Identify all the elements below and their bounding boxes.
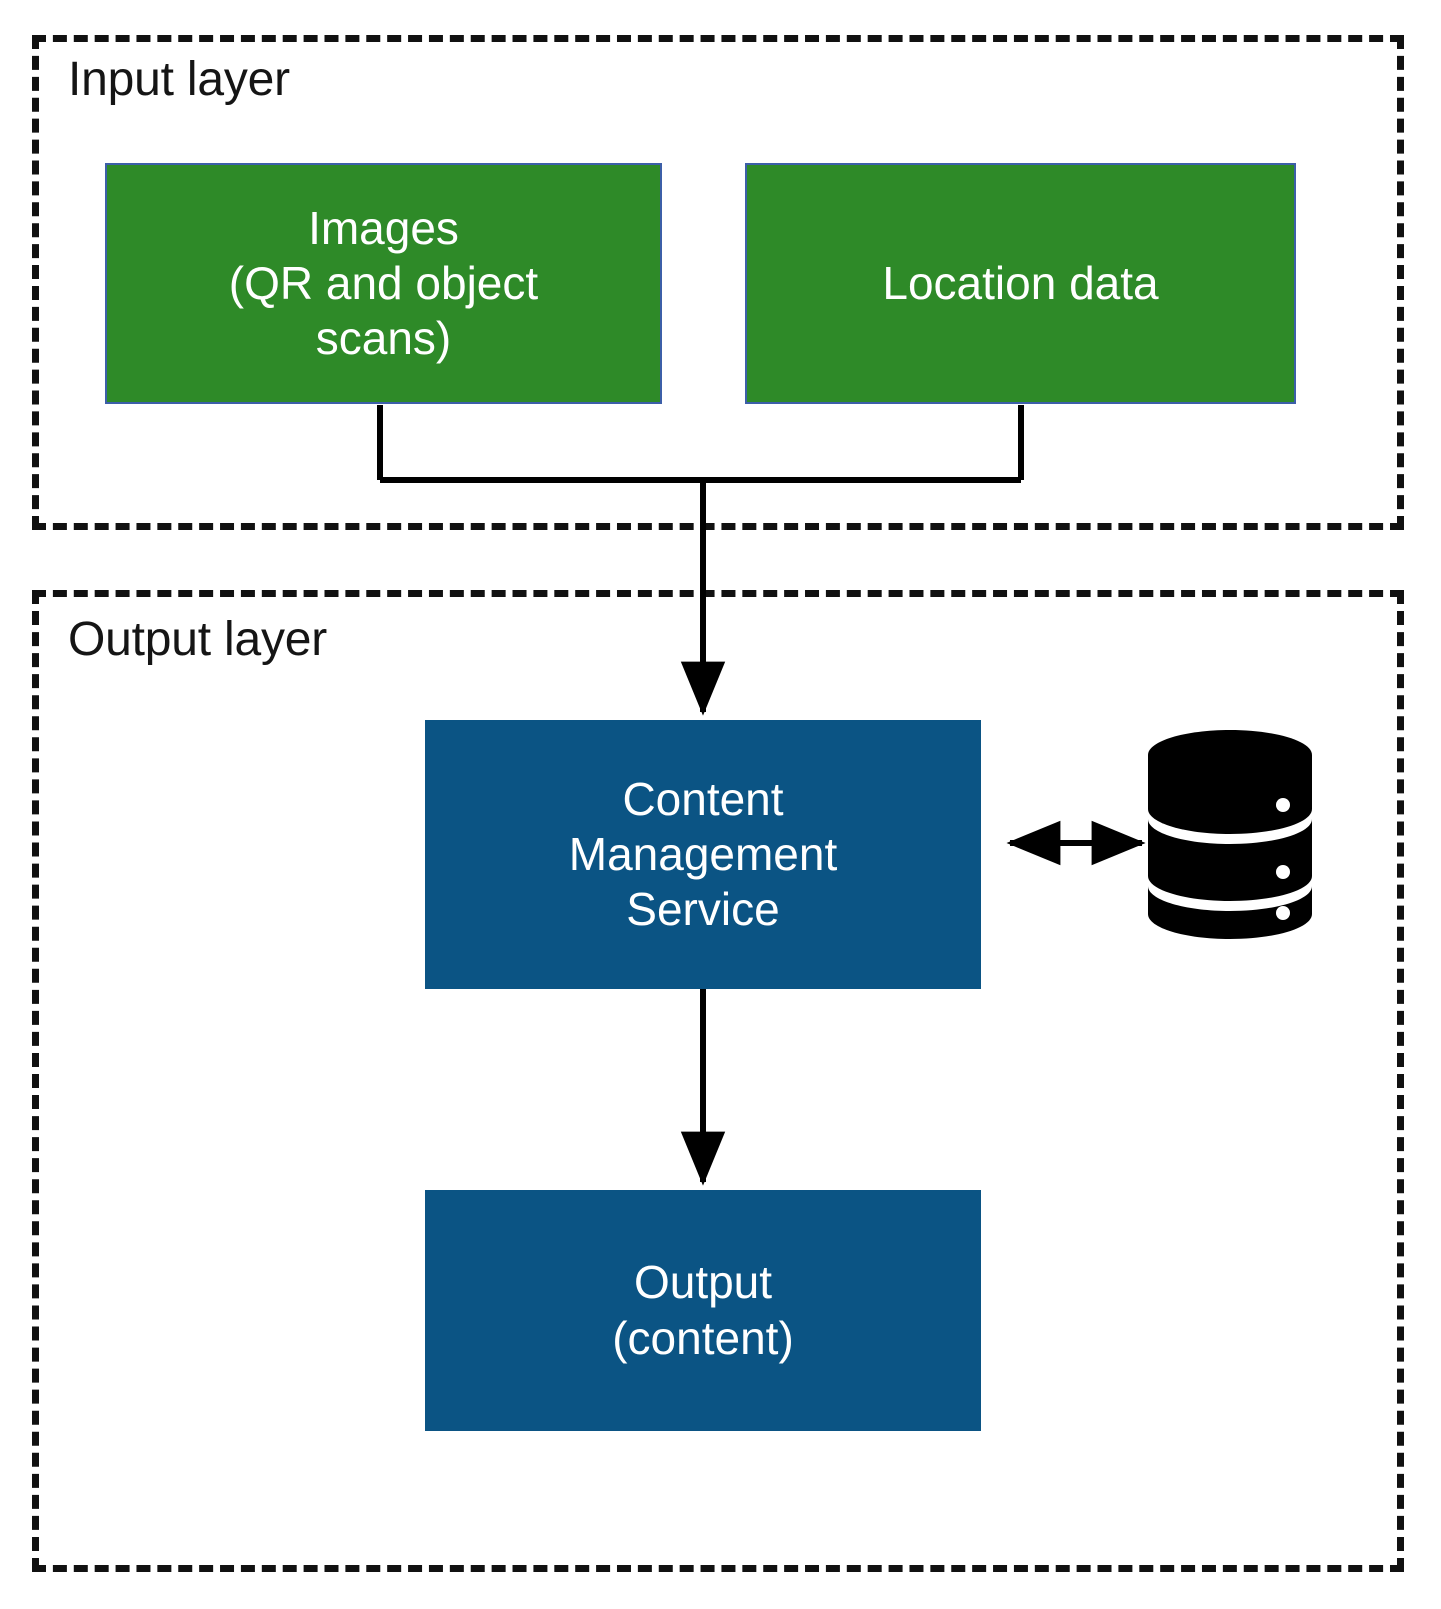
output-layer-label: Output layer (68, 613, 328, 666)
node-location-data[interactable]: Location data (745, 163, 1296, 404)
node-cms-line-1: Content (622, 772, 784, 825)
node-output-text: Output (content) (612, 1255, 794, 1365)
input-layer-label: Input layer (68, 53, 290, 106)
node-images-text: Images (QR and object scans) (229, 201, 538, 367)
output-layer-container (32, 590, 1404, 1572)
database-dot-3 (1276, 906, 1290, 920)
node-images[interactable]: Images (QR and object scans) (105, 163, 662, 404)
node-location-data-line-1: Location data (882, 256, 1159, 309)
node-content-management-service[interactable]: Content Management Service (425, 720, 981, 989)
database-dot-2 (1276, 865, 1290, 879)
node-output-line-1: Output (633, 1256, 773, 1309)
database-dot-1 (1276, 798, 1290, 812)
node-location-data-text: Location data (882, 256, 1158, 311)
node-images-line-2: (QR and object (228, 256, 539, 309)
node-cms-line-2: Management (568, 827, 838, 880)
node-cms-line-3: Service (626, 883, 780, 936)
node-images-line-1: Images (308, 201, 459, 254)
node-images-line-3: scans) (315, 312, 452, 365)
node-output-line-2: (content) (612, 1311, 794, 1364)
node-cms-text: Content Management Service (569, 772, 838, 938)
database-cylinder-icon[interactable] (1146, 728, 1314, 941)
node-output-content[interactable]: Output (content) (425, 1190, 981, 1431)
input-layer-container (32, 35, 1404, 530)
